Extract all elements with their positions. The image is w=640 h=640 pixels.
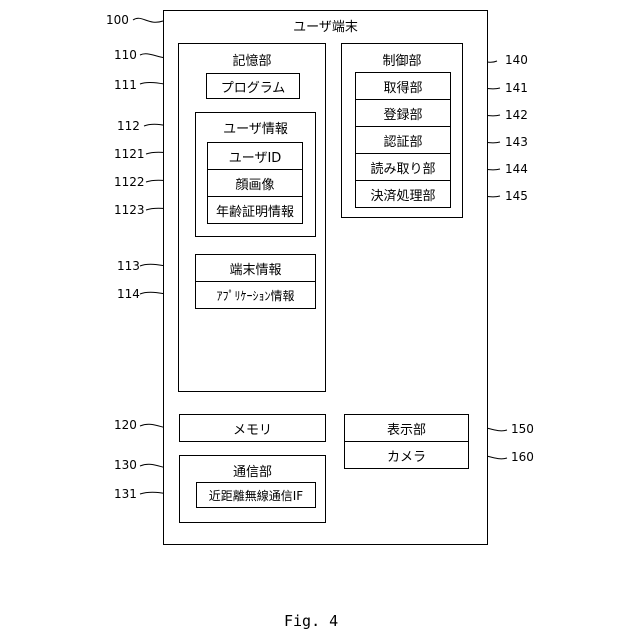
ref-113: 113 — [117, 259, 140, 273]
ref-112: 112 — [117, 119, 140, 133]
ref-100: 100 — [106, 13, 129, 27]
ref-1123: 1123 — [114, 203, 145, 217]
communication-title: 通信部 — [179, 461, 326, 480]
user-id-box: ユーザID — [207, 142, 303, 170]
program-box: プログラム — [206, 73, 300, 99]
user-info-title: ユーザ情報 — [195, 118, 316, 137]
leader-100 — [133, 18, 163, 22]
ref-130: 130 — [114, 458, 137, 472]
ref-114: 114 — [117, 287, 140, 301]
memory-box: メモリ — [179, 414, 326, 442]
camera-box: カメラ — [344, 441, 469, 469]
ref-110: 110 — [114, 48, 137, 62]
reading-box: 読み取り部 — [355, 153, 451, 181]
face-image-box: 顔画像 — [207, 169, 303, 197]
app-info-box: ｱﾌﾟﾘｹｰｼｮﾝ情報 — [195, 281, 316, 309]
ref-141: 141 — [505, 81, 528, 95]
display-box: 表示部 — [344, 414, 469, 442]
ref-131: 131 — [114, 487, 137, 501]
ref-120: 120 — [114, 418, 137, 432]
registration-box: 登録部 — [355, 99, 451, 127]
nfc-if-box: 近距離無線通信IF — [196, 482, 316, 508]
ref-145: 145 — [505, 189, 528, 203]
figure-caption: Fig. 4 — [284, 612, 338, 630]
ref-144: 144 — [505, 162, 528, 176]
storage-title: 記憶部 — [178, 50, 326, 69]
age-proof-box: 年齢証明情報 — [207, 196, 303, 224]
user-terminal-title: ユーザ端末 — [163, 16, 488, 35]
terminal-info-box: 端末情報 — [195, 254, 316, 282]
ref-1122: 1122 — [114, 175, 145, 189]
ref-111: 111 — [114, 78, 137, 92]
ref-1121: 1121 — [114, 147, 145, 161]
ref-143: 143 — [505, 135, 528, 149]
payment-box: 決済処理部 — [355, 180, 451, 208]
ref-142: 142 — [505, 108, 528, 122]
ref-140: 140 — [505, 53, 528, 67]
authentication-box: 認証部 — [355, 126, 451, 154]
control-title: 制御部 — [341, 50, 463, 69]
acquisition-box: 取得部 — [355, 72, 451, 100]
ref-160: 160 — [511, 450, 534, 464]
ref-150: 150 — [511, 422, 534, 436]
